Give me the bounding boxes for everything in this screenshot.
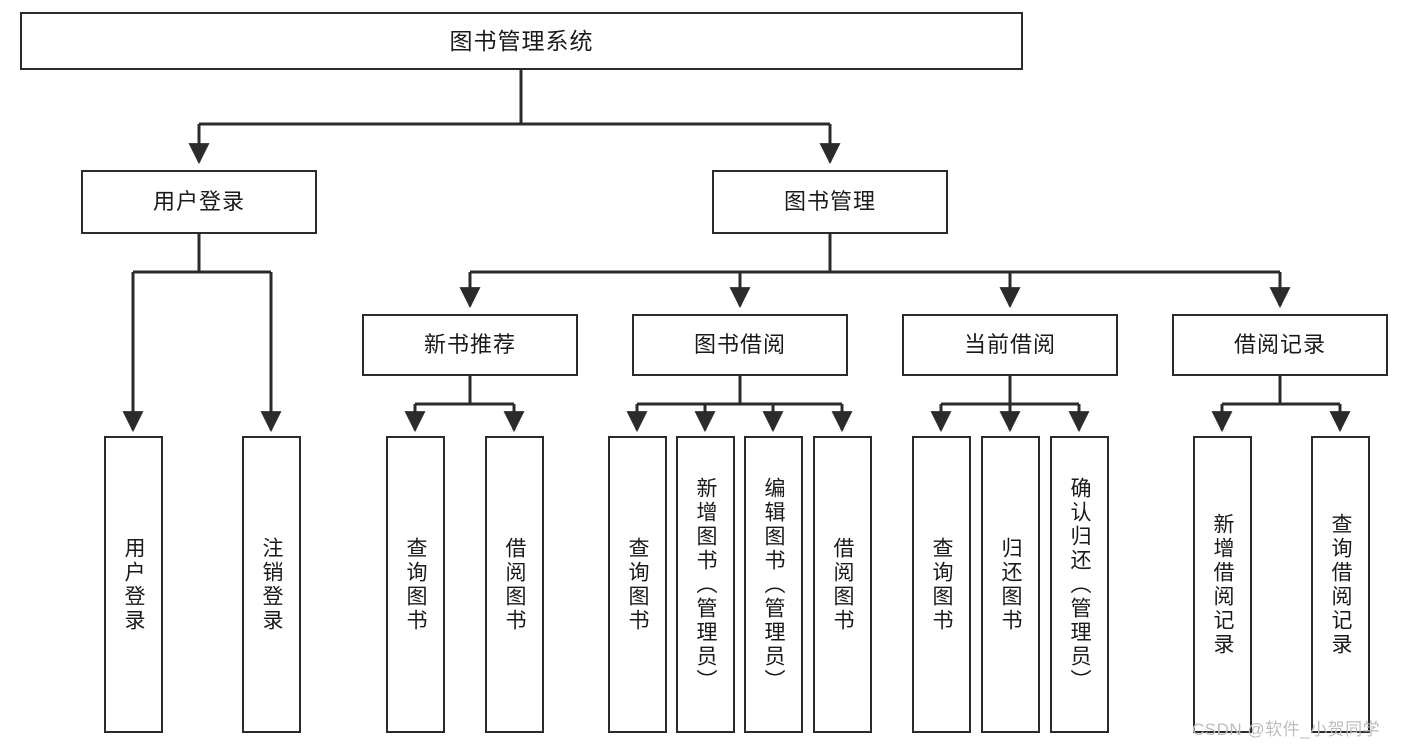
leaf-current-borrow-confirm[interactable]: 确认归还（管理员） — [1050, 436, 1109, 733]
leaf-book-borrow-borrow-label: 借阅图书 — [831, 536, 854, 633]
leaf-book-borrow-borrow[interactable]: 借阅图书 — [813, 436, 872, 733]
leaf-user-login-logout[interactable]: 注销登录 — [242, 436, 301, 733]
watermark-text: CSDN @软件_小贺同学 — [1192, 720, 1381, 739]
leaf-current-borrow-return-label: 归还图书 — [999, 536, 1022, 633]
node-root-label: 图书管理系统 — [449, 27, 594, 54]
leaf-borrow-record-query-label: 查询借阅记录 — [1329, 512, 1352, 657]
leaf-book-borrow-query[interactable]: 查询图书 — [608, 436, 667, 733]
node-new-book-recommend-label: 新书推荐 — [423, 332, 516, 358]
leaf-book-borrow-edit-label: 编辑图书（管理员） — [762, 476, 785, 693]
node-book-borrow-label: 图书借阅 — [693, 332, 786, 358]
leaf-borrow-record-add-label: 新增借阅记录 — [1211, 512, 1234, 657]
node-user-login-label: 用户登录 — [152, 189, 245, 215]
leaf-new-book-borrow-label: 借阅图书 — [503, 536, 526, 633]
leaf-book-borrow-query-label: 查询图书 — [626, 536, 649, 633]
leaf-current-borrow-query-label: 查询图书 — [930, 536, 953, 633]
leaf-user-login-logout-label: 注销登录 — [260, 536, 283, 633]
leaf-new-book-query-label: 查询图书 — [404, 536, 427, 633]
node-book-management[interactable]: 图书管理 — [712, 170, 948, 234]
leaf-user-login-login[interactable]: 用户登录 — [104, 436, 163, 733]
leaf-new-book-query[interactable]: 查询图书 — [386, 436, 445, 733]
leaf-current-borrow-return[interactable]: 归还图书 — [981, 436, 1040, 733]
leaf-book-borrow-add[interactable]: 新增图书（管理员） — [676, 436, 735, 733]
node-root[interactable]: 图书管理系统 — [20, 12, 1023, 70]
leaf-user-login-login-label: 用户登录 — [122, 536, 145, 633]
node-borrow-record[interactable]: 借阅记录 — [1172, 314, 1388, 376]
leaf-book-borrow-add-label: 新增图书（管理员） — [694, 476, 717, 693]
node-user-login[interactable]: 用户登录 — [81, 170, 317, 234]
leaf-book-borrow-edit[interactable]: 编辑图书（管理员） — [744, 436, 803, 733]
node-book-management-label: 图书管理 — [783, 189, 876, 215]
node-borrow-record-label: 借阅记录 — [1233, 332, 1326, 358]
leaf-new-book-borrow[interactable]: 借阅图书 — [485, 436, 544, 733]
node-current-borrow-label: 当前借阅 — [963, 332, 1056, 358]
node-current-borrow[interactable]: 当前借阅 — [902, 314, 1118, 376]
node-new-book-recommend[interactable]: 新书推荐 — [362, 314, 578, 376]
leaf-borrow-record-query[interactable]: 查询借阅记录 — [1311, 436, 1370, 733]
node-book-borrow[interactable]: 图书借阅 — [632, 314, 848, 376]
leaf-current-borrow-query[interactable]: 查询图书 — [912, 436, 971, 733]
leaf-borrow-record-add[interactable]: 新增借阅记录 — [1193, 436, 1252, 733]
leaf-current-borrow-confirm-label: 确认归还（管理员） — [1068, 476, 1091, 693]
